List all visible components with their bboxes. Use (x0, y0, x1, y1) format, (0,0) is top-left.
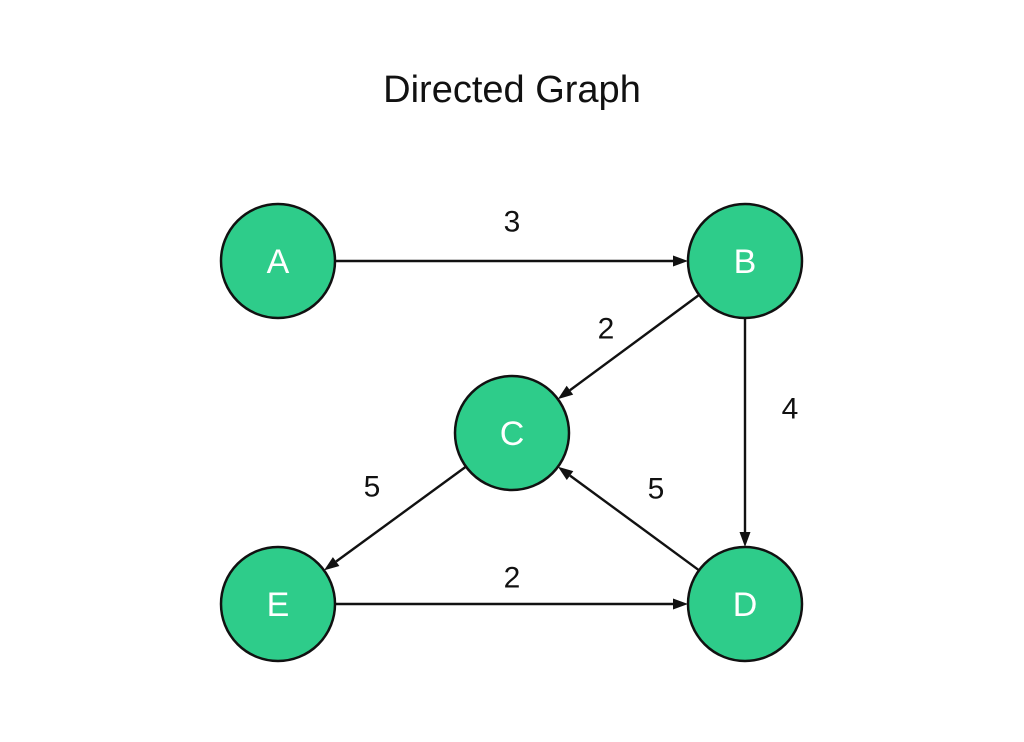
edge-line (335, 465, 467, 563)
node-circle[interactable] (219, 202, 337, 320)
node-circle[interactable] (453, 374, 571, 492)
graph-node-e[interactable]: E (219, 545, 337, 663)
edge-arrowhead-icon (324, 557, 340, 571)
edge-arrowhead-icon (739, 532, 751, 547)
node-label: E (267, 586, 290, 624)
graph-node-b[interactable]: B (686, 202, 804, 320)
edge-d-to-c (557, 466, 700, 572)
edge-a-to-b (335, 255, 688, 267)
edges-layer (324, 255, 751, 610)
node-label: D (733, 586, 758, 624)
edge-weight-label-a-b: 3 (504, 206, 521, 239)
node-circle[interactable] (686, 202, 804, 320)
edge-b-to-d (739, 318, 751, 547)
graph-node-c[interactable]: C (453, 374, 571, 492)
edge-e-to-d (335, 598, 688, 610)
edge-arrowhead-icon (557, 385, 574, 400)
edge-weight-label-c-e: 5 (364, 471, 381, 504)
node-label: A (267, 243, 290, 281)
edge-b-to-c (557, 293, 700, 400)
edge-c-to-e (324, 465, 467, 571)
edge-line (569, 293, 700, 392)
edge-labels-layer: 3 2 4 5 5 2 (364, 206, 799, 595)
graph-node-d[interactable]: D (686, 545, 804, 663)
edge-weight-label-b-c: 2 (598, 313, 615, 346)
edge-arrowhead-icon (673, 255, 688, 267)
node-label: C (500, 415, 525, 453)
edge-weight-label-d-c: 5 (648, 473, 665, 506)
edge-arrowhead-icon (557, 466, 574, 481)
node-label: B (734, 243, 757, 281)
node-circle[interactable] (686, 545, 804, 663)
edge-line (569, 474, 700, 572)
node-circle[interactable] (219, 545, 337, 663)
edge-weight-label-e-d: 2 (504, 562, 521, 595)
edge-weight-label-b-d: 4 (782, 393, 799, 426)
edge-arrowhead-icon (673, 598, 688, 610)
graph-title: Directed Graph (383, 69, 641, 111)
graph-node-a[interactable]: A (219, 202, 337, 320)
nodes-layer: A B C D E (219, 202, 804, 663)
